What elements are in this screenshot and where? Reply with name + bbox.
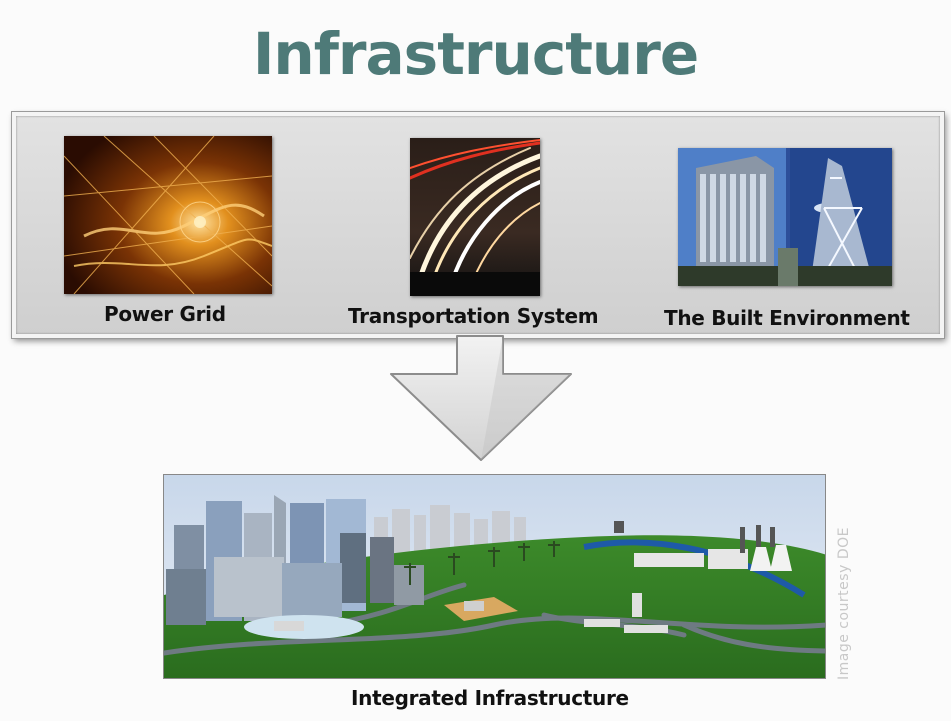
transportation-system-label: Transportation System [348, 304, 599, 328]
transportation-system-image [410, 138, 540, 296]
integrated-infrastructure-label: Integrated Infrastructure [351, 686, 629, 710]
power-grid-image [64, 136, 272, 294]
image-credit: Image courtesy DOE [836, 527, 852, 680]
page-title: Infrastructure [252, 20, 699, 88]
built-environment-label: The Built Environment [664, 306, 910, 330]
down-arrow-icon [390, 335, 572, 461]
integrated-infrastructure-image [163, 474, 826, 679]
built-environment-image [678, 148, 892, 286]
power-grid-label: Power Grid [104, 302, 226, 326]
